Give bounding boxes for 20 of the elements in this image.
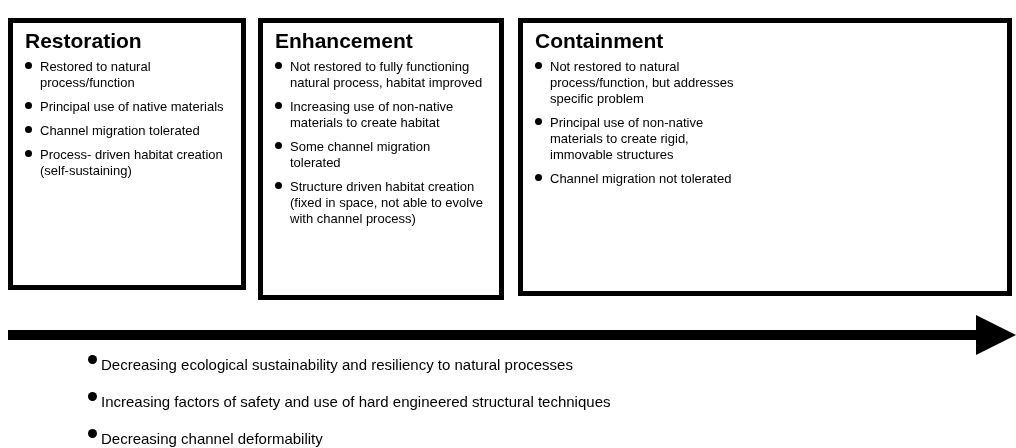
bullet-text: Not restored to fully functioning natural process, habitat improved bbox=[290, 59, 484, 91]
box-heading: Containment bbox=[535, 28, 664, 54]
note-text: Decreasing channel deformability bbox=[101, 430, 323, 448]
bullet-text: Increasing use of non-native materials to create habitat bbox=[290, 99, 455, 131]
note-text: Increasing factors of safety and use of hard engineered structural techniques bbox=[101, 393, 611, 411]
bullet-text: Channel migration tolerated bbox=[40, 123, 201, 139]
bullet-text: Some channel migration tolerated bbox=[290, 139, 432, 171]
note-text: Decreasing ecological sustainability and resiliency to natural processes bbox=[101, 356, 573, 374]
category-box bbox=[518, 18, 1012, 296]
bullet-text: Restored to natural process/function bbox=[40, 59, 152, 91]
bullet-text: Structure driven habitat creation (fixed in space, not able to evolve with channel process) bbox=[290, 179, 484, 227]
box-heading: Enhancement bbox=[275, 28, 413, 54]
bullet-text: Process- driven habitat creation (self-sustaining) bbox=[40, 147, 224, 179]
category-box bbox=[8, 18, 246, 290]
box-heading: Restoration bbox=[25, 28, 142, 54]
bullet-text: Principal use of non-native materials to create rigid, immovable structures bbox=[550, 115, 705, 163]
category-box bbox=[258, 18, 504, 300]
bullet-text: Channel migration not tolerated bbox=[550, 171, 733, 187]
bullet-text: Not restored to natural process/function, but addresses specific problem bbox=[550, 59, 735, 107]
bullet-text: Principal use of native materials bbox=[40, 99, 225, 115]
